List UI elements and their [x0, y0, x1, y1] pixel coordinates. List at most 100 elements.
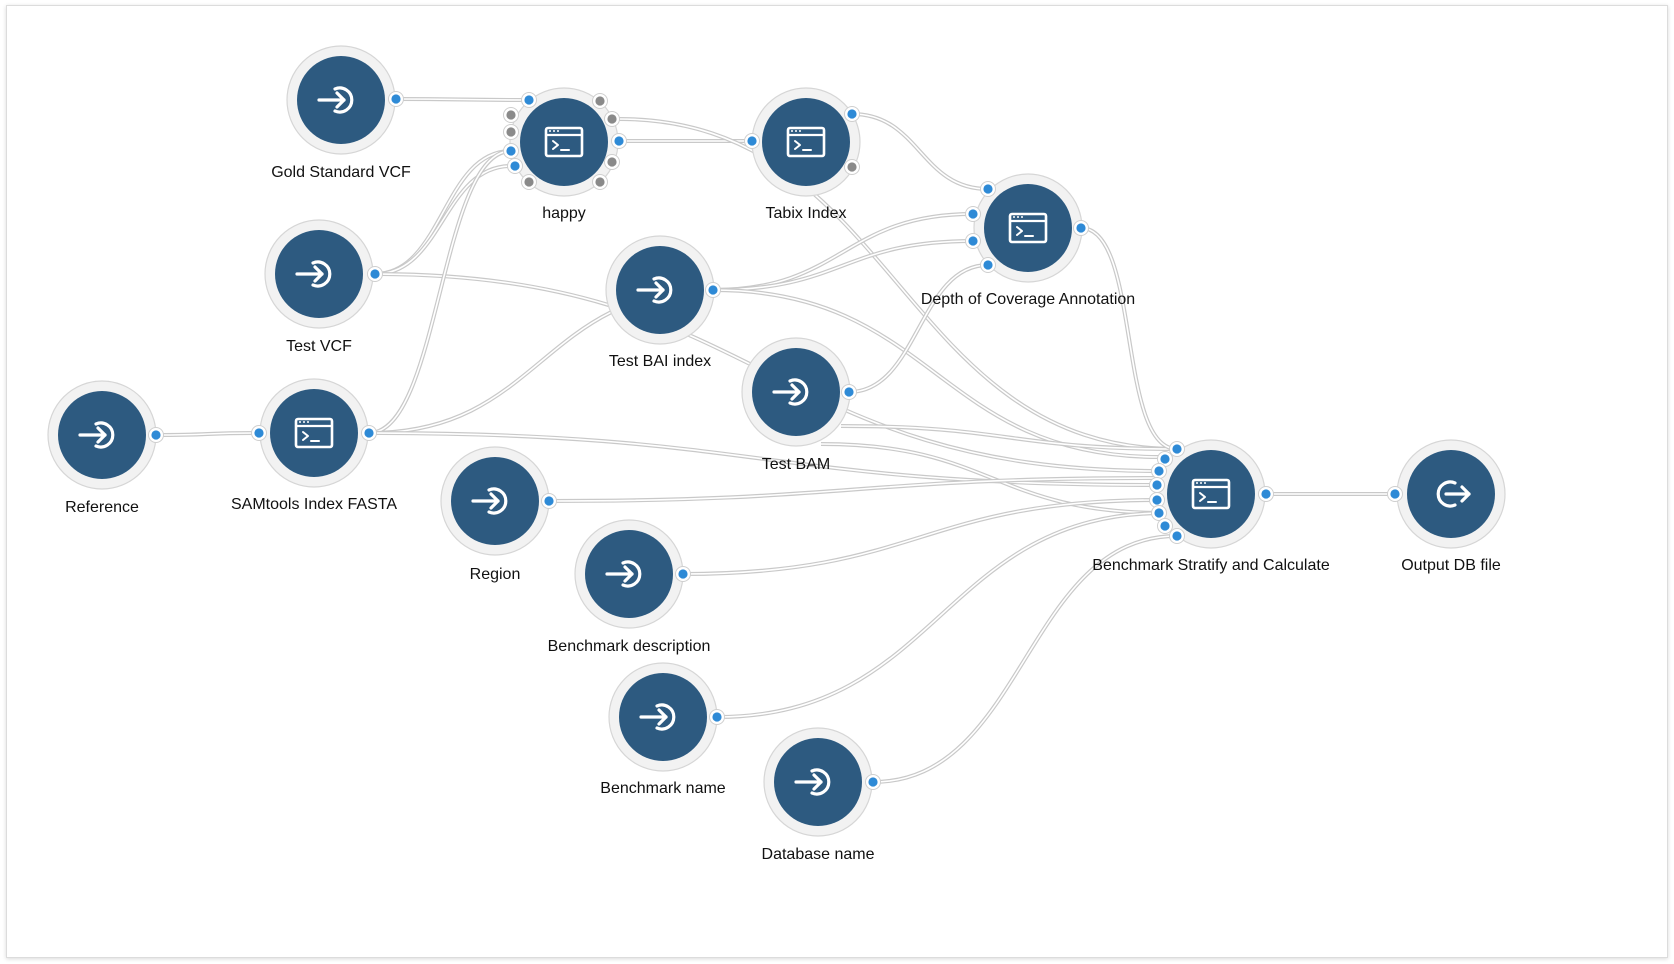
- workflow-node-samtools[interactable]: SAMtools Index FASTA: [231, 378, 397, 513]
- node-label: Reference: [65, 499, 139, 516]
- connection-edge[interactable]: [820, 442, 1166, 515]
- workflow-node-test-bai[interactable]: Test BAI index: [605, 235, 721, 370]
- workflow-node-bench-name[interactable]: Benchmark name: [600, 662, 726, 797]
- connection-edge[interactable]: [1080, 226, 1178, 451]
- workflow-node-output-db[interactable]: Output DB file: [1387, 439, 1506, 574]
- port-connected[interactable]: [980, 257, 996, 273]
- port-unconnected[interactable]: [844, 159, 860, 175]
- connection-edge[interactable]: [848, 263, 989, 394]
- port-connected[interactable]: [541, 493, 557, 509]
- workflow-node-region[interactable]: Region: [440, 446, 557, 583]
- input-arrow-icon: [605, 560, 642, 588]
- port-unconnected[interactable]: [592, 93, 608, 109]
- port-unconnected[interactable]: [503, 107, 519, 123]
- port-connected[interactable]: [1157, 518, 1173, 534]
- node-label: Test BAM: [762, 456, 830, 473]
- connection-edge[interactable]: [395, 97, 530, 102]
- input-arrow-icon: [317, 86, 354, 114]
- workflow-node-gold-vcf[interactable]: Gold Standard VCF: [271, 45, 411, 181]
- port-connected[interactable]: [709, 709, 725, 725]
- port-connected[interactable]: [361, 425, 377, 441]
- node-label: Gold Standard VCF: [271, 164, 411, 181]
- workflow-node-test-vcf[interactable]: Test VCF: [264, 219, 383, 355]
- connection-edge[interactable]: [712, 288, 1160, 459]
- node-label: Depth of Coverage Annotation: [921, 291, 1135, 308]
- workflow-node-depth[interactable]: Depth of Coverage Annotation: [921, 173, 1135, 308]
- node-label: Test BAI index: [609, 353, 711, 370]
- port-connected[interactable]: [1387, 486, 1403, 502]
- port-connected[interactable]: [611, 133, 627, 149]
- workflow-node-happy[interactable]: happy: [503, 87, 627, 222]
- port-unconnected[interactable]: [503, 124, 519, 140]
- port-connected[interactable]: [841, 384, 857, 400]
- port-connected[interactable]: [865, 774, 881, 790]
- port-connected[interactable]: [1151, 463, 1167, 479]
- terminal-icon: [544, 126, 584, 158]
- workflow-node-bench-desc[interactable]: Benchmark description: [548, 519, 711, 655]
- port-connected[interactable]: [388, 91, 404, 107]
- node-label: SAMtools Index FASTA: [231, 496, 397, 513]
- connection-edge[interactable]: [374, 164, 512, 276]
- port-connected[interactable]: [1149, 477, 1165, 493]
- connection-edge[interactable]: [368, 149, 512, 435]
- terminal-icon: [294, 417, 334, 449]
- terminal-icon: [1008, 212, 1048, 244]
- port-unconnected[interactable]: [521, 174, 537, 190]
- port-connected[interactable]: [251, 425, 267, 441]
- port-connected[interactable]: [1151, 505, 1167, 521]
- connection-edge[interactable]: [851, 112, 989, 191]
- connection-edge[interactable]: [682, 498, 1160, 576]
- input-arrow-icon: [295, 260, 332, 288]
- node-label: Region: [470, 566, 521, 583]
- port-connected[interactable]: [1149, 492, 1165, 508]
- connection-edge[interactable]: [712, 239, 974, 292]
- connection-edge[interactable]: [712, 212, 974, 292]
- input-arrow-icon: [78, 421, 115, 449]
- workflow-node-db-name[interactable]: Database name: [762, 727, 881, 863]
- connection-edge[interactable]: [618, 117, 1178, 451]
- workflow-node-reference[interactable]: Reference: [47, 380, 164, 516]
- connection-edge[interactable]: [872, 534, 1178, 784]
- connection-edge[interactable]: [155, 431, 260, 437]
- terminal-icon: [1191, 478, 1231, 510]
- port-connected[interactable]: [503, 143, 519, 159]
- connection-edge[interactable]: [840, 424, 1178, 451]
- port-unconnected[interactable]: [592, 174, 608, 190]
- node-label: Benchmark Stratify and Calculate: [1092, 557, 1330, 574]
- input-arrow-icon: [636, 276, 673, 304]
- input-arrow-icon: [794, 768, 831, 796]
- node-label: happy: [542, 205, 586, 222]
- port-connected[interactable]: [521, 92, 537, 108]
- port-unconnected[interactable]: [604, 111, 620, 127]
- node-label: Benchmark description: [548, 638, 711, 655]
- port-connected[interactable]: [367, 266, 383, 282]
- port-connected[interactable]: [1169, 441, 1185, 457]
- port-connected[interactable]: [1258, 486, 1274, 502]
- port-connected[interactable]: [980, 181, 996, 197]
- workflow-node-test-bam[interactable]: Test BAM: [741, 337, 857, 473]
- node-label: Tabix Index: [766, 205, 847, 222]
- node-label: Benchmark name: [600, 780, 725, 797]
- workflow-node-bench-stratify[interactable]: Benchmark Stratify and Calculate: [1092, 439, 1330, 574]
- connection-edge[interactable]: [716, 511, 1166, 719]
- port-connected[interactable]: [675, 566, 691, 582]
- port-connected[interactable]: [1073, 220, 1089, 236]
- connection-edge[interactable]: [548, 476, 1160, 503]
- input-arrow-icon: [471, 487, 508, 515]
- input-arrow-icon: [639, 703, 676, 731]
- port-connected[interactable]: [744, 133, 760, 149]
- port-connected[interactable]: [705, 282, 721, 298]
- node-label: Output DB file: [1401, 557, 1501, 574]
- port-unconnected[interactable]: [604, 154, 620, 170]
- port-connected[interactable]: [1169, 528, 1185, 544]
- port-connected[interactable]: [148, 427, 164, 443]
- input-arrow-icon: [772, 378, 809, 406]
- port-connected[interactable]: [965, 233, 981, 249]
- workflow-node-tabix[interactable]: Tabix Index: [744, 87, 861, 222]
- port-connected[interactable]: [844, 106, 860, 122]
- port-connected[interactable]: [507, 158, 523, 174]
- port-connected[interactable]: [965, 206, 981, 222]
